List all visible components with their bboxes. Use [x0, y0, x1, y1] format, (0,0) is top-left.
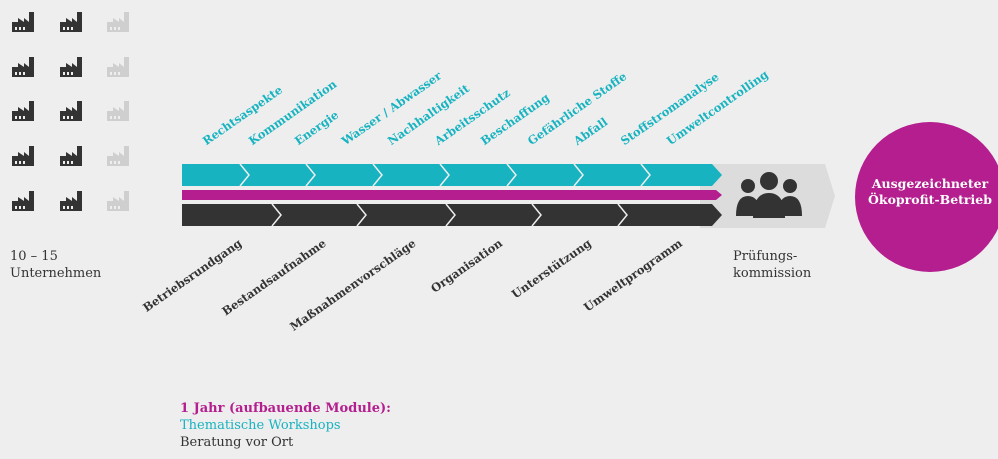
- factory-icon: [12, 101, 34, 121]
- result-caption: Ausgezeichneter Ökoprofit-Betrieb: [855, 176, 998, 208]
- chevron-separator: [372, 163, 383, 187]
- factory-icon: [12, 191, 34, 211]
- legend-duration: 1 Jahr (aufbauende Module):: [180, 401, 391, 416]
- result-label-2: Ökoprofit-Betrieb: [868, 192, 992, 207]
- chevron-separator: [356, 203, 367, 227]
- chevron-separator: [271, 203, 282, 227]
- factory-icon: [12, 146, 34, 166]
- factory-icon: [60, 57, 82, 77]
- legend: 1 Jahr (aufbauende Module): Thematische …: [180, 400, 391, 451]
- chevron-separator: [617, 203, 628, 227]
- year-bar: [182, 190, 722, 200]
- factory-icon: [60, 146, 82, 166]
- factory-icon: [12, 12, 34, 32]
- factory-grid: [12, 12, 129, 211]
- legend-consulting: Beratung vor Ort: [180, 435, 294, 450]
- factory-icon: [60, 191, 82, 211]
- companies-caption: 10 – 15 Unternehmen: [10, 248, 101, 282]
- people-group-icon: [736, 172, 802, 218]
- companies-label: Unternehmen: [10, 266, 102, 281]
- result-circle: [855, 122, 998, 272]
- result-label-1: Ausgezeichneter: [871, 176, 989, 191]
- chevron-separator: [305, 163, 316, 187]
- factory-icon: [107, 101, 129, 121]
- consulting-bar: [182, 204, 722, 226]
- factory-icon: [107, 191, 129, 211]
- factory-icon: [60, 101, 82, 121]
- chevron-separator: [640, 163, 651, 187]
- consulting-separators: [271, 203, 628, 227]
- commission-label-2: kommission: [733, 266, 812, 281]
- factory-icon: [107, 12, 129, 32]
- company-count: 10 – 15: [10, 249, 58, 264]
- factory-icon: [60, 12, 82, 32]
- legend-workshops: Thematische Workshops: [180, 418, 341, 433]
- workshop-separators: [239, 163, 651, 187]
- commission-caption: Prüfungs- kommission: [733, 248, 811, 282]
- commission-label-1: Prüfungs-: [733, 249, 798, 264]
- factory-icon: [12, 57, 34, 77]
- workshop-bar: [182, 164, 722, 186]
- factory-icon: [107, 57, 129, 77]
- chevron-separator: [439, 163, 450, 187]
- factory-icon: [107, 146, 129, 166]
- chevron-separator: [445, 203, 456, 227]
- chevron-separator: [573, 163, 584, 187]
- chevron-separator: [506, 163, 517, 187]
- chevron-separator: [239, 163, 250, 187]
- chevron-separator: [531, 203, 542, 227]
